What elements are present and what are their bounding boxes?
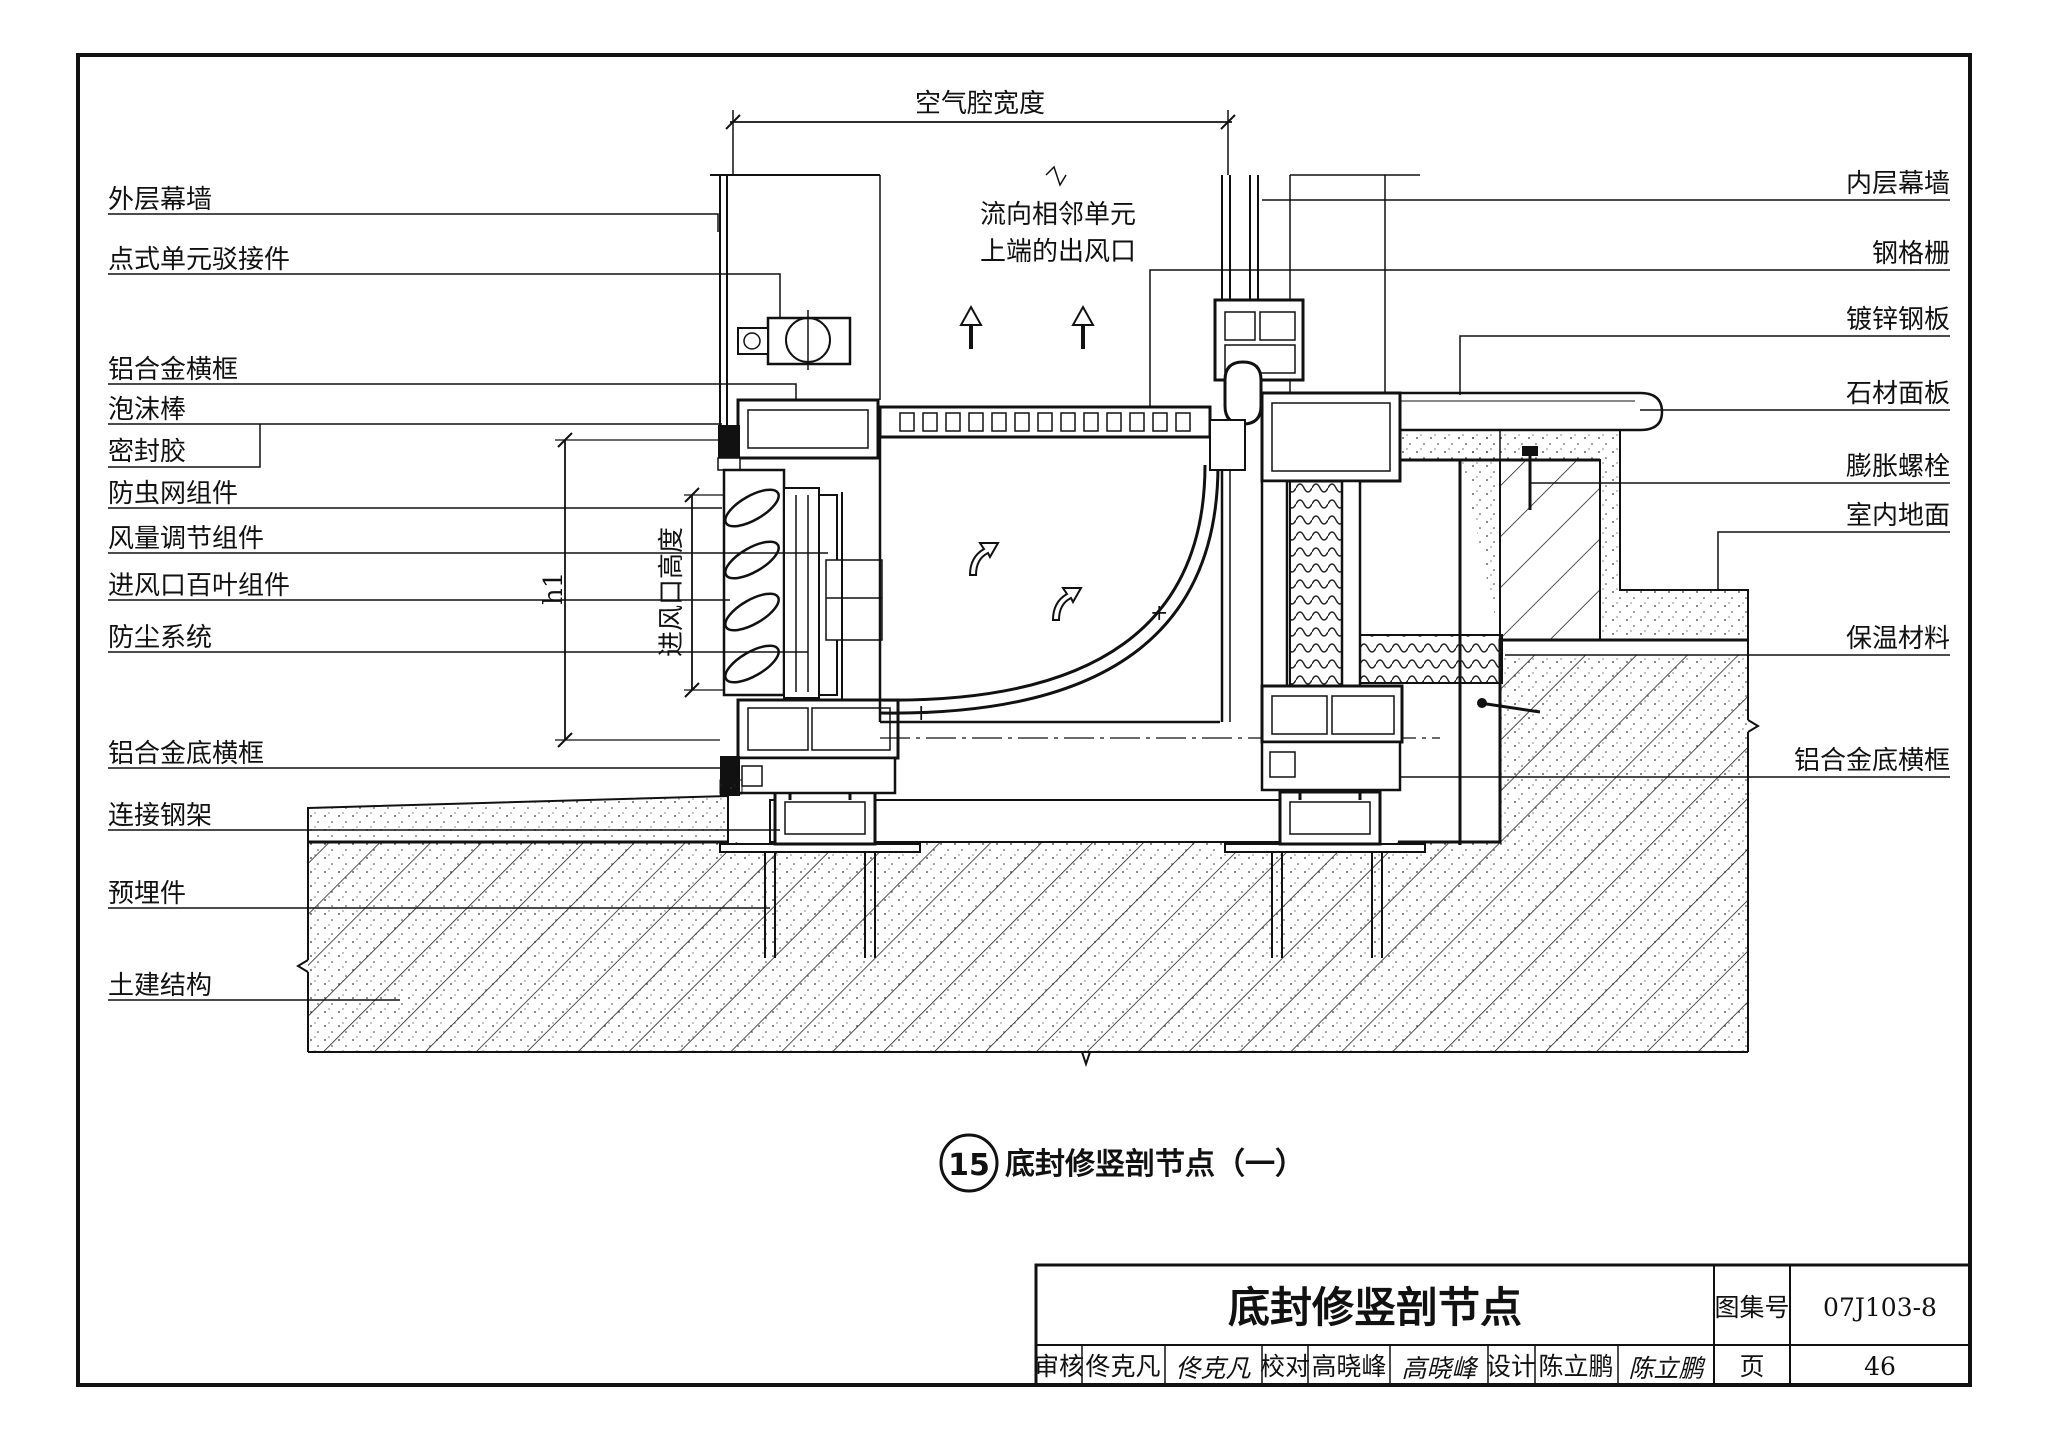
label-expansion-bolt: 膨胀螺栓 — [1846, 452, 1950, 482]
review-label: 审核 — [1034, 1352, 1084, 1381]
grille-bar — [922, 412, 938, 432]
label-indoor-floor: 室内地面 — [1846, 501, 1950, 531]
label-aluminum-bottom-transom-left: 铝合金底横框 — [108, 739, 264, 769]
check-name: 高晓峰 — [1311, 1352, 1386, 1381]
label-insulation: 保温材料 — [1846, 624, 1950, 654]
label-dust-system: 防尘系统 — [108, 623, 212, 653]
review-signature: 佟克凡 — [1175, 1354, 1251, 1383]
inlet-height-label: 进风口高度 — [657, 527, 687, 657]
airflow-note-line2: 上端的出风口 — [980, 237, 1136, 267]
right-label-group: 内层幕墙 钢格栅 镀锌钢板 石材面板 膨胀螺栓 室内地面 保温材料 铝合金底横框 — [1794, 169, 1950, 776]
air-cavity-width-label: 空气腔宽度 — [915, 89, 1045, 119]
label-insect-screen: 防虫网组件 — [108, 479, 238, 509]
grille-bar — [1014, 412, 1030, 432]
label-foam-rod: 泡沫棒 — [108, 395, 186, 425]
design-label: 设计 — [1486, 1352, 1536, 1381]
dimensions — [555, 110, 1236, 748]
leader-lines — [108, 199, 1950, 1001]
louver-blades — [722, 468, 786, 697]
label-embedded-part: 预埋件 — [108, 879, 186, 909]
label-galvanized-plate: 镀锌钢板 — [1846, 305, 1950, 335]
air-cavity: + + — [878, 304, 1440, 739]
airflow-note-line1: 流向相邻单元 — [980, 200, 1136, 230]
atlas-label: 图集号 — [1714, 1293, 1789, 1322]
svg-text:+: + — [912, 701, 930, 726]
title-block-title: 底封修竖剖节点 — [1228, 1283, 1522, 1332]
grille-bar — [945, 412, 961, 432]
grille-bar — [1129, 412, 1145, 432]
label-spider-fitting: 点式单元驳接件 — [108, 245, 290, 275]
label-structure: 土建结构 — [108, 971, 212, 1001]
left-label-group: 外层幕墙 点式单元驳接件 铝合金横框 泡沫棒 密封胶 防虫网组件 风量调节组件 … — [108, 185, 290, 1001]
label-inlet-louver: 进风口百叶组件 — [108, 571, 290, 601]
grille-bar — [1060, 412, 1076, 432]
concrete-slab — [296, 638, 1760, 1068]
page-number: 46 — [1864, 1352, 1896, 1381]
label-aluminum-transom: 铝合金横框 — [108, 355, 238, 385]
design-signature: 陈立鹏 — [1628, 1354, 1706, 1383]
title-block — [1034, 1263, 1972, 1387]
label-steel-frame: 连接钢架 — [108, 801, 212, 831]
inner-unit — [1209, 174, 1420, 792]
sheet-border — [76, 53, 1972, 1387]
check-label: 校对 — [1260, 1352, 1310, 1381]
grille-bar — [1083, 412, 1099, 432]
grille-bar — [991, 412, 1007, 432]
design-name: 陈立鹏 — [1538, 1352, 1613, 1381]
label-outer-curtain-wall: 外层幕墙 — [108, 185, 212, 215]
label-inner-curtain-wall: 内层幕墙 — [1846, 169, 1950, 199]
label-stone-panel: 石材面板 — [1846, 379, 1950, 409]
label-air-volume-damper: 风量调节组件 — [108, 524, 264, 554]
review-name: 佟克凡 — [1085, 1352, 1160, 1381]
figure-title: 底封修竖剖节点（一） — [1005, 1147, 1305, 1182]
figure-number-circle — [939, 1133, 999, 1193]
check-signature: 高晓峰 — [1401, 1354, 1478, 1383]
grille-bar — [899, 412, 915, 432]
svg-text:+: + — [1150, 601, 1168, 626]
grille-bar — [1106, 412, 1122, 432]
grille-bar — [968, 412, 984, 432]
grille-bar — [1152, 412, 1168, 432]
outer-unit — [710, 174, 900, 796]
atlas-number: 07J103-8 — [1823, 1293, 1937, 1322]
embedded-parts — [719, 780, 1426, 958]
label-steel-grille: 钢格栅 — [1872, 239, 1950, 269]
label-aluminum-bottom-transom-right: 铝合金底横框 — [1794, 746, 1950, 776]
grille-bar — [1037, 412, 1053, 432]
page-label: 页 — [1739, 1352, 1764, 1381]
figure-number: 15 — [948, 1148, 990, 1183]
label-sealant: 密封胶 — [108, 437, 186, 467]
grille-bar — [1175, 412, 1191, 432]
